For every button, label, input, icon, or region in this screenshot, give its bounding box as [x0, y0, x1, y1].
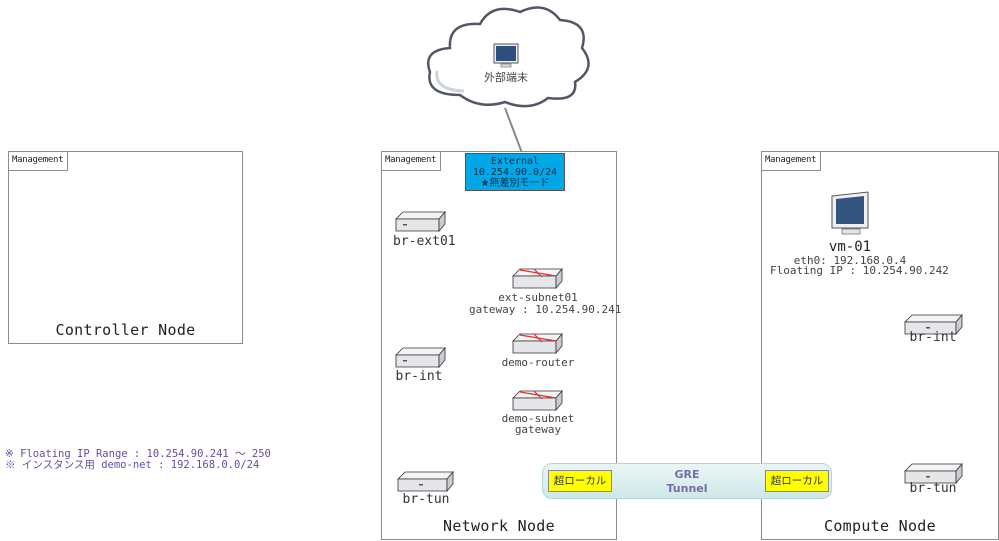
- controller-node-box: Management Controller Node: [8, 151, 243, 344]
- vm-monitor-icon: [831, 191, 869, 235]
- computer-monitor-icon: [493, 43, 519, 68]
- gre-tunnel-label: GRE Tunnel: [543, 468, 831, 496]
- note-demo-net: ※ インスタンス用 demo-net : 192.168.0.0/24: [5, 459, 260, 471]
- controller-node-title: Controller Node: [55, 321, 196, 339]
- switch-icon: [395, 347, 446, 369]
- management-label: Management: [762, 152, 822, 171]
- switch-icon: [904, 314, 963, 336]
- management-label: Management: [9, 152, 69, 171]
- br-ext01-label: br-ext01: [393, 234, 456, 249]
- external-terminal-label: 外部端末: [484, 71, 528, 84]
- vm-eth0-label: eth0: 192.168.0.4: [793, 254, 907, 267]
- compute-br-int-label: br-int: [909, 330, 957, 345]
- network-node-title: Network Node: [443, 517, 555, 535]
- external-cidr: 10.254.90.0/24: [472, 167, 558, 178]
- cloud-to-external-line: [504, 107, 523, 154]
- gre-line1: GRE: [674, 468, 700, 481]
- local-endpoint-right: 超ローカル: [765, 470, 829, 492]
- switch-icon: [397, 471, 454, 493]
- network-br-int-label: br-int: [395, 369, 443, 384]
- demo-subnet-gateway-label: gateway: [514, 423, 562, 436]
- switch-icon: [904, 463, 963, 485]
- external-network-box: External 10.254.90.0/24 ★無差別モード: [465, 153, 565, 191]
- local-endpoint-left: 超ローカル: [548, 470, 612, 492]
- compute-br-tun-label: br-tun: [909, 481, 957, 496]
- gre-line2: Tunnel: [666, 482, 708, 495]
- vm-name-label: vm-01: [828, 239, 872, 255]
- ext-subnet-gateway-label: gateway : 10.254.90.241: [469, 303, 622, 316]
- vm-floating-ip-label: Floating IP : 10.254.90.242: [770, 264, 949, 277]
- demo-router-label: demo-router: [501, 356, 575, 369]
- switch-icon: [395, 211, 446, 233]
- ext-subnet-label: ext-subnet01: [498, 291, 578, 304]
- demo-subnet-label: demo-subnet: [501, 412, 575, 425]
- router-icon: [512, 390, 563, 412]
- compute-node-title: Compute Node: [824, 517, 936, 535]
- management-label: Management: [382, 152, 442, 171]
- external-mode: ★無差別モード: [480, 178, 550, 189]
- router-icon: [512, 333, 563, 355]
- network-br-tun-label: br-tun: [402, 492, 450, 507]
- router-icon: [512, 268, 563, 290]
- external-name: External: [490, 156, 540, 167]
- note-floating-ip-range: ※ Floating IP Range : 10.254.90.241 ～ 25…: [5, 448, 271, 460]
